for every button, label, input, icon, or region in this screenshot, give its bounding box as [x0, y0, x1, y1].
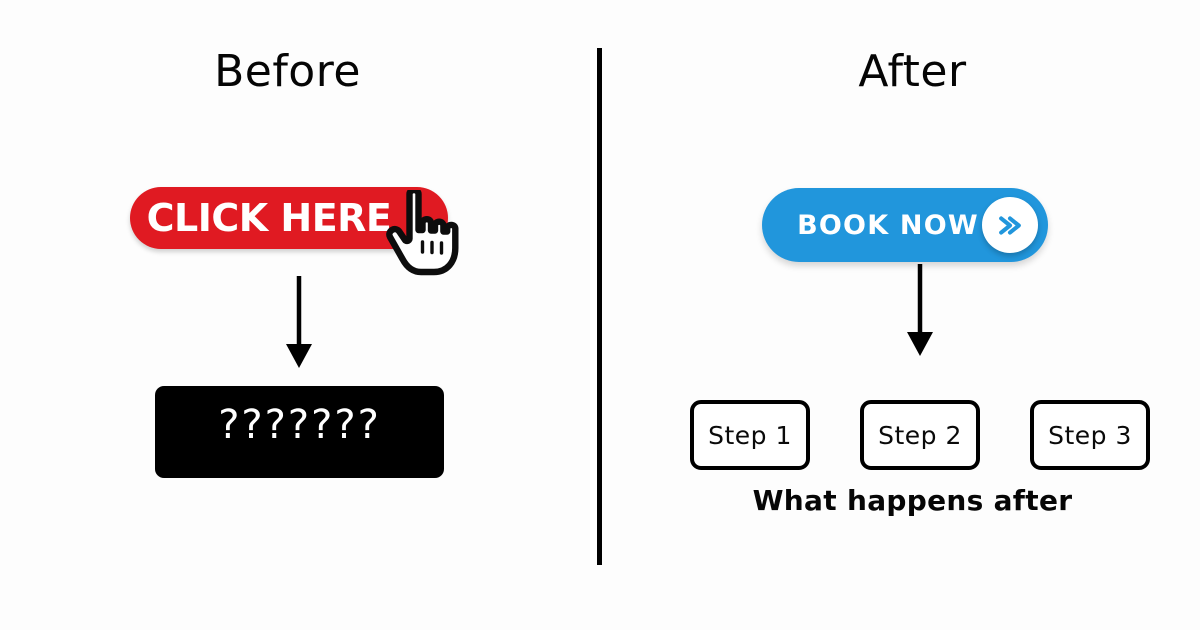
down-arrow-icon-after: [903, 262, 937, 358]
step-box-3-label: Step 3: [1048, 420, 1132, 450]
vertical-divider: [597, 48, 602, 565]
double-chevron-right-icon: [999, 215, 1021, 235]
after-panel-title: After: [858, 46, 967, 97]
after-caption: What happens after: [752, 484, 1073, 517]
pointing-hand-cursor-icon: [384, 186, 464, 276]
book-now-button[interactable]: BOOK NOW: [762, 188, 1048, 262]
book-now-arrow-badge: [982, 197, 1038, 253]
step-box-2-label: Step 2: [878, 420, 962, 450]
click-here-button[interactable]: CLICK HERE: [130, 187, 448, 249]
click-here-button-label: CLICK HERE: [146, 196, 392, 240]
book-now-button-label: BOOK NOW: [797, 209, 979, 241]
down-arrow-icon-before: [282, 274, 316, 370]
step-box-1-label: Step 1: [708, 420, 792, 450]
unknown-outcome-box: ???????: [155, 386, 444, 478]
step-box-1[interactable]: Step 1: [690, 400, 810, 470]
unknown-outcome-text: ???????: [218, 402, 381, 448]
step-box-3[interactable]: Step 3: [1030, 400, 1150, 470]
before-panel-title: Before: [214, 46, 361, 97]
step-box-2[interactable]: Step 2: [860, 400, 980, 470]
